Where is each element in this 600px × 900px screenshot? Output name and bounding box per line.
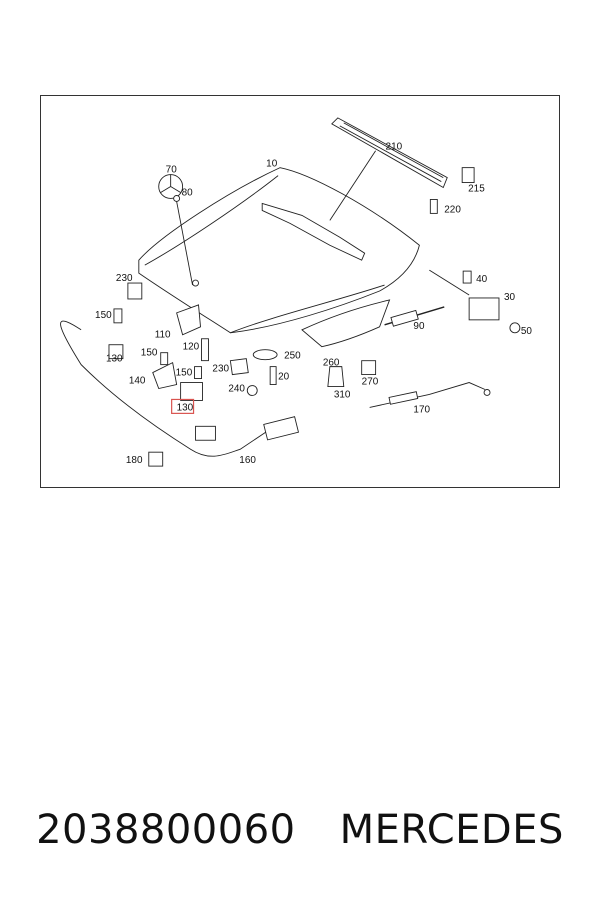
label-180: 180	[126, 455, 143, 466]
release-handle	[263, 416, 300, 441]
clip-180	[148, 451, 164, 467]
bolt-120	[201, 338, 209, 362]
bolt-150-left	[113, 308, 123, 324]
hinge-right	[468, 297, 500, 321]
label-120: 120	[183, 342, 200, 353]
gas-strut-body	[390, 309, 419, 327]
cable-170-end	[483, 389, 491, 396]
emblem-clip	[173, 195, 181, 202]
screw-20	[269, 366, 277, 385]
label-110: 110	[155, 330, 171, 341]
star-emblem-arms	[160, 174, 181, 193]
screw-150-mid	[160, 352, 169, 366]
clip-230-mid	[229, 358, 249, 376]
latch-130	[180, 382, 203, 401]
label-140: 140	[129, 376, 146, 387]
bracket-230	[127, 282, 143, 300]
screw-150-low	[194, 366, 202, 380]
bracket-140	[152, 361, 178, 390]
label-215: 215	[468, 184, 485, 195]
washer-240	[246, 385, 258, 396]
label-10: 10	[266, 159, 278, 170]
label-170: 170	[413, 404, 430, 415]
release-cable	[60, 320, 271, 457]
label-40: 40	[476, 274, 488, 285]
hood-panel	[138, 167, 420, 334]
label-260: 260	[323, 358, 340, 369]
leader-210b	[429, 269, 470, 296]
caption: 2038800060 MERCEDES	[0, 800, 600, 860]
leader-80	[176, 201, 193, 286]
clip-310	[327, 366, 345, 387]
leader-210	[329, 150, 376, 221]
label-20: 20	[278, 372, 290, 383]
label-90: 90	[413, 321, 425, 332]
label-30: 30	[504, 292, 516, 303]
label-150-mid: 150	[141, 348, 158, 359]
label-270: 270	[362, 377, 379, 388]
exploded-view-drawing: 10 20 30 40 50 70 80 90 110 120 130 130 …	[60, 117, 533, 467]
label-250: 250	[284, 351, 301, 362]
label-130: 130	[177, 402, 194, 413]
label-240: 240	[228, 383, 245, 394]
parts-diagram: 10 20 30 40 50 70 80 90 110 120 130 130 …	[40, 95, 560, 488]
label-70: 70	[166, 165, 178, 176]
bolt-40	[462, 270, 472, 284]
emblem-250	[252, 349, 278, 361]
highlight-box	[171, 398, 195, 414]
label-50: 50	[521, 326, 533, 337]
screw-220	[429, 199, 438, 214]
hood-underpanel	[301, 299, 391, 348]
label-210: 210	[386, 142, 403, 153]
label-230-left: 230	[116, 273, 133, 284]
label-150-left: 150	[95, 310, 112, 321]
clip-270	[361, 360, 377, 376]
label-130-left: 130	[106, 354, 123, 365]
label-310: 310	[334, 389, 351, 400]
hood-cowl	[261, 202, 366, 261]
hinge-110	[176, 304, 201, 336]
hood-hole	[192, 279, 199, 287]
label-150-low: 150	[176, 368, 193, 379]
cable-170-sleeve	[388, 391, 419, 405]
label-160: 160	[239, 455, 256, 466]
latch-lower	[195, 425, 216, 441]
grille-ribs	[339, 122, 444, 182]
hood-edge	[144, 175, 385, 334]
clip-215	[461, 167, 475, 184]
label-230-mid: 230	[212, 364, 229, 375]
brand-name: MERCEDES	[339, 807, 564, 853]
nut-50	[509, 322, 521, 334]
part-number: 2038800060	[36, 807, 296, 853]
clip-130-left	[108, 344, 124, 360]
label-220: 220	[444, 204, 461, 215]
label-80: 80	[182, 187, 194, 198]
